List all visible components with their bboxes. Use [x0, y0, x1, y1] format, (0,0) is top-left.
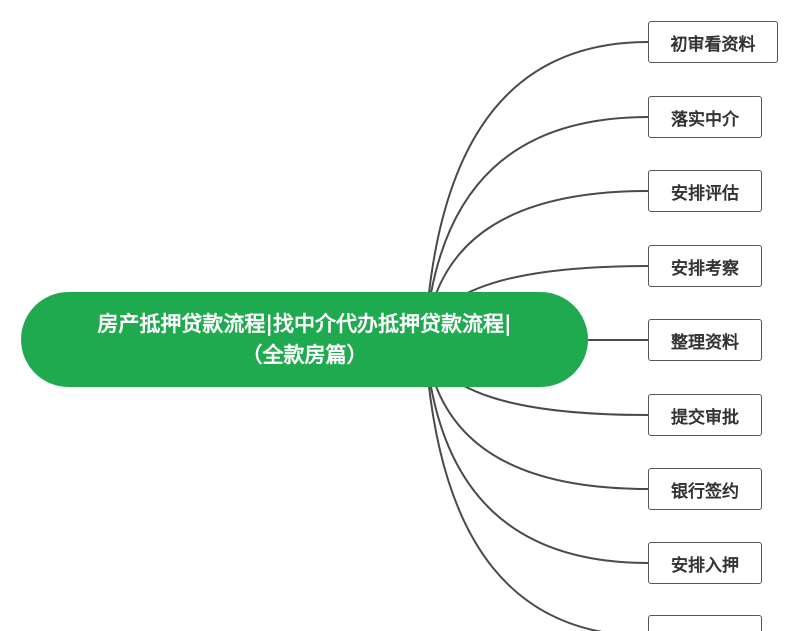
connector-line-2 — [424, 116, 649, 341]
child-topic-3[interactable]: 安排评估 — [648, 170, 762, 212]
child-topic-label: 银行签约 — [671, 481, 739, 502]
child-topic-label: 安排考察 — [671, 258, 739, 279]
child-topic-7[interactable]: 银行签约 — [648, 468, 762, 510]
child-topic-8[interactable]: 安排入押 — [648, 542, 762, 584]
root-topic-line2: （全款房篇） — [241, 342, 368, 367]
child-topic-label: 初审看资料 — [670, 34, 756, 55]
child-topic-label: 整理资料 — [671, 332, 739, 353]
child-topic-label: 提交审批 — [671, 407, 739, 428]
child-topic-5[interactable]: 整理资料 — [648, 319, 762, 361]
child-topic-2[interactable]: 落实中介 — [648, 96, 762, 138]
child-topic-label: 落实中介 — [671, 109, 739, 130]
connector-line-9 — [424, 339, 603, 631]
connector-line-1 — [424, 41, 649, 341]
child-topic-1[interactable]: 初审看资料 — [648, 21, 778, 63]
child-topic-label: 安排入押 — [671, 555, 739, 576]
child-topic-label: 安排评估 — [671, 183, 739, 204]
child-topic-9[interactable] — [648, 615, 762, 631]
child-topic-6[interactable]: 提交审批 — [648, 394, 762, 436]
root-topic[interactable]: 房产抵押贷款流程|找中介代办抵押贷款流程| （全款房篇） — [21, 292, 588, 387]
connector-line-8 — [424, 339, 649, 564]
root-topic-line1: 房产抵押贷款流程|找中介代办抵押贷款流程| — [97, 311, 512, 336]
child-topic-4[interactable]: 安排考察 — [648, 245, 762, 287]
